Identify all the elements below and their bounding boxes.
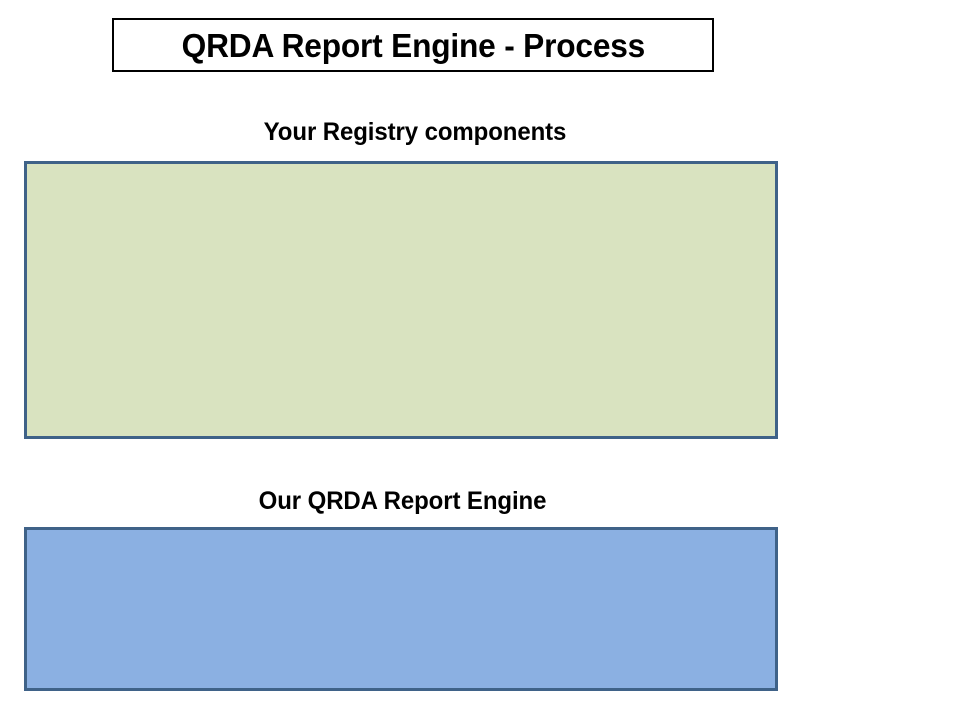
slide-title-box: QRDA Report Engine - Process (112, 18, 714, 72)
registry-components-panel (24, 161, 778, 439)
section-caption-engine: Our QRDA Report Engine (258, 487, 547, 515)
qrda-report-engine-panel (24, 527, 778, 691)
page-title: QRDA Report Engine - Process (181, 26, 645, 64)
section-caption-registry: Your Registry components (263, 118, 567, 146)
